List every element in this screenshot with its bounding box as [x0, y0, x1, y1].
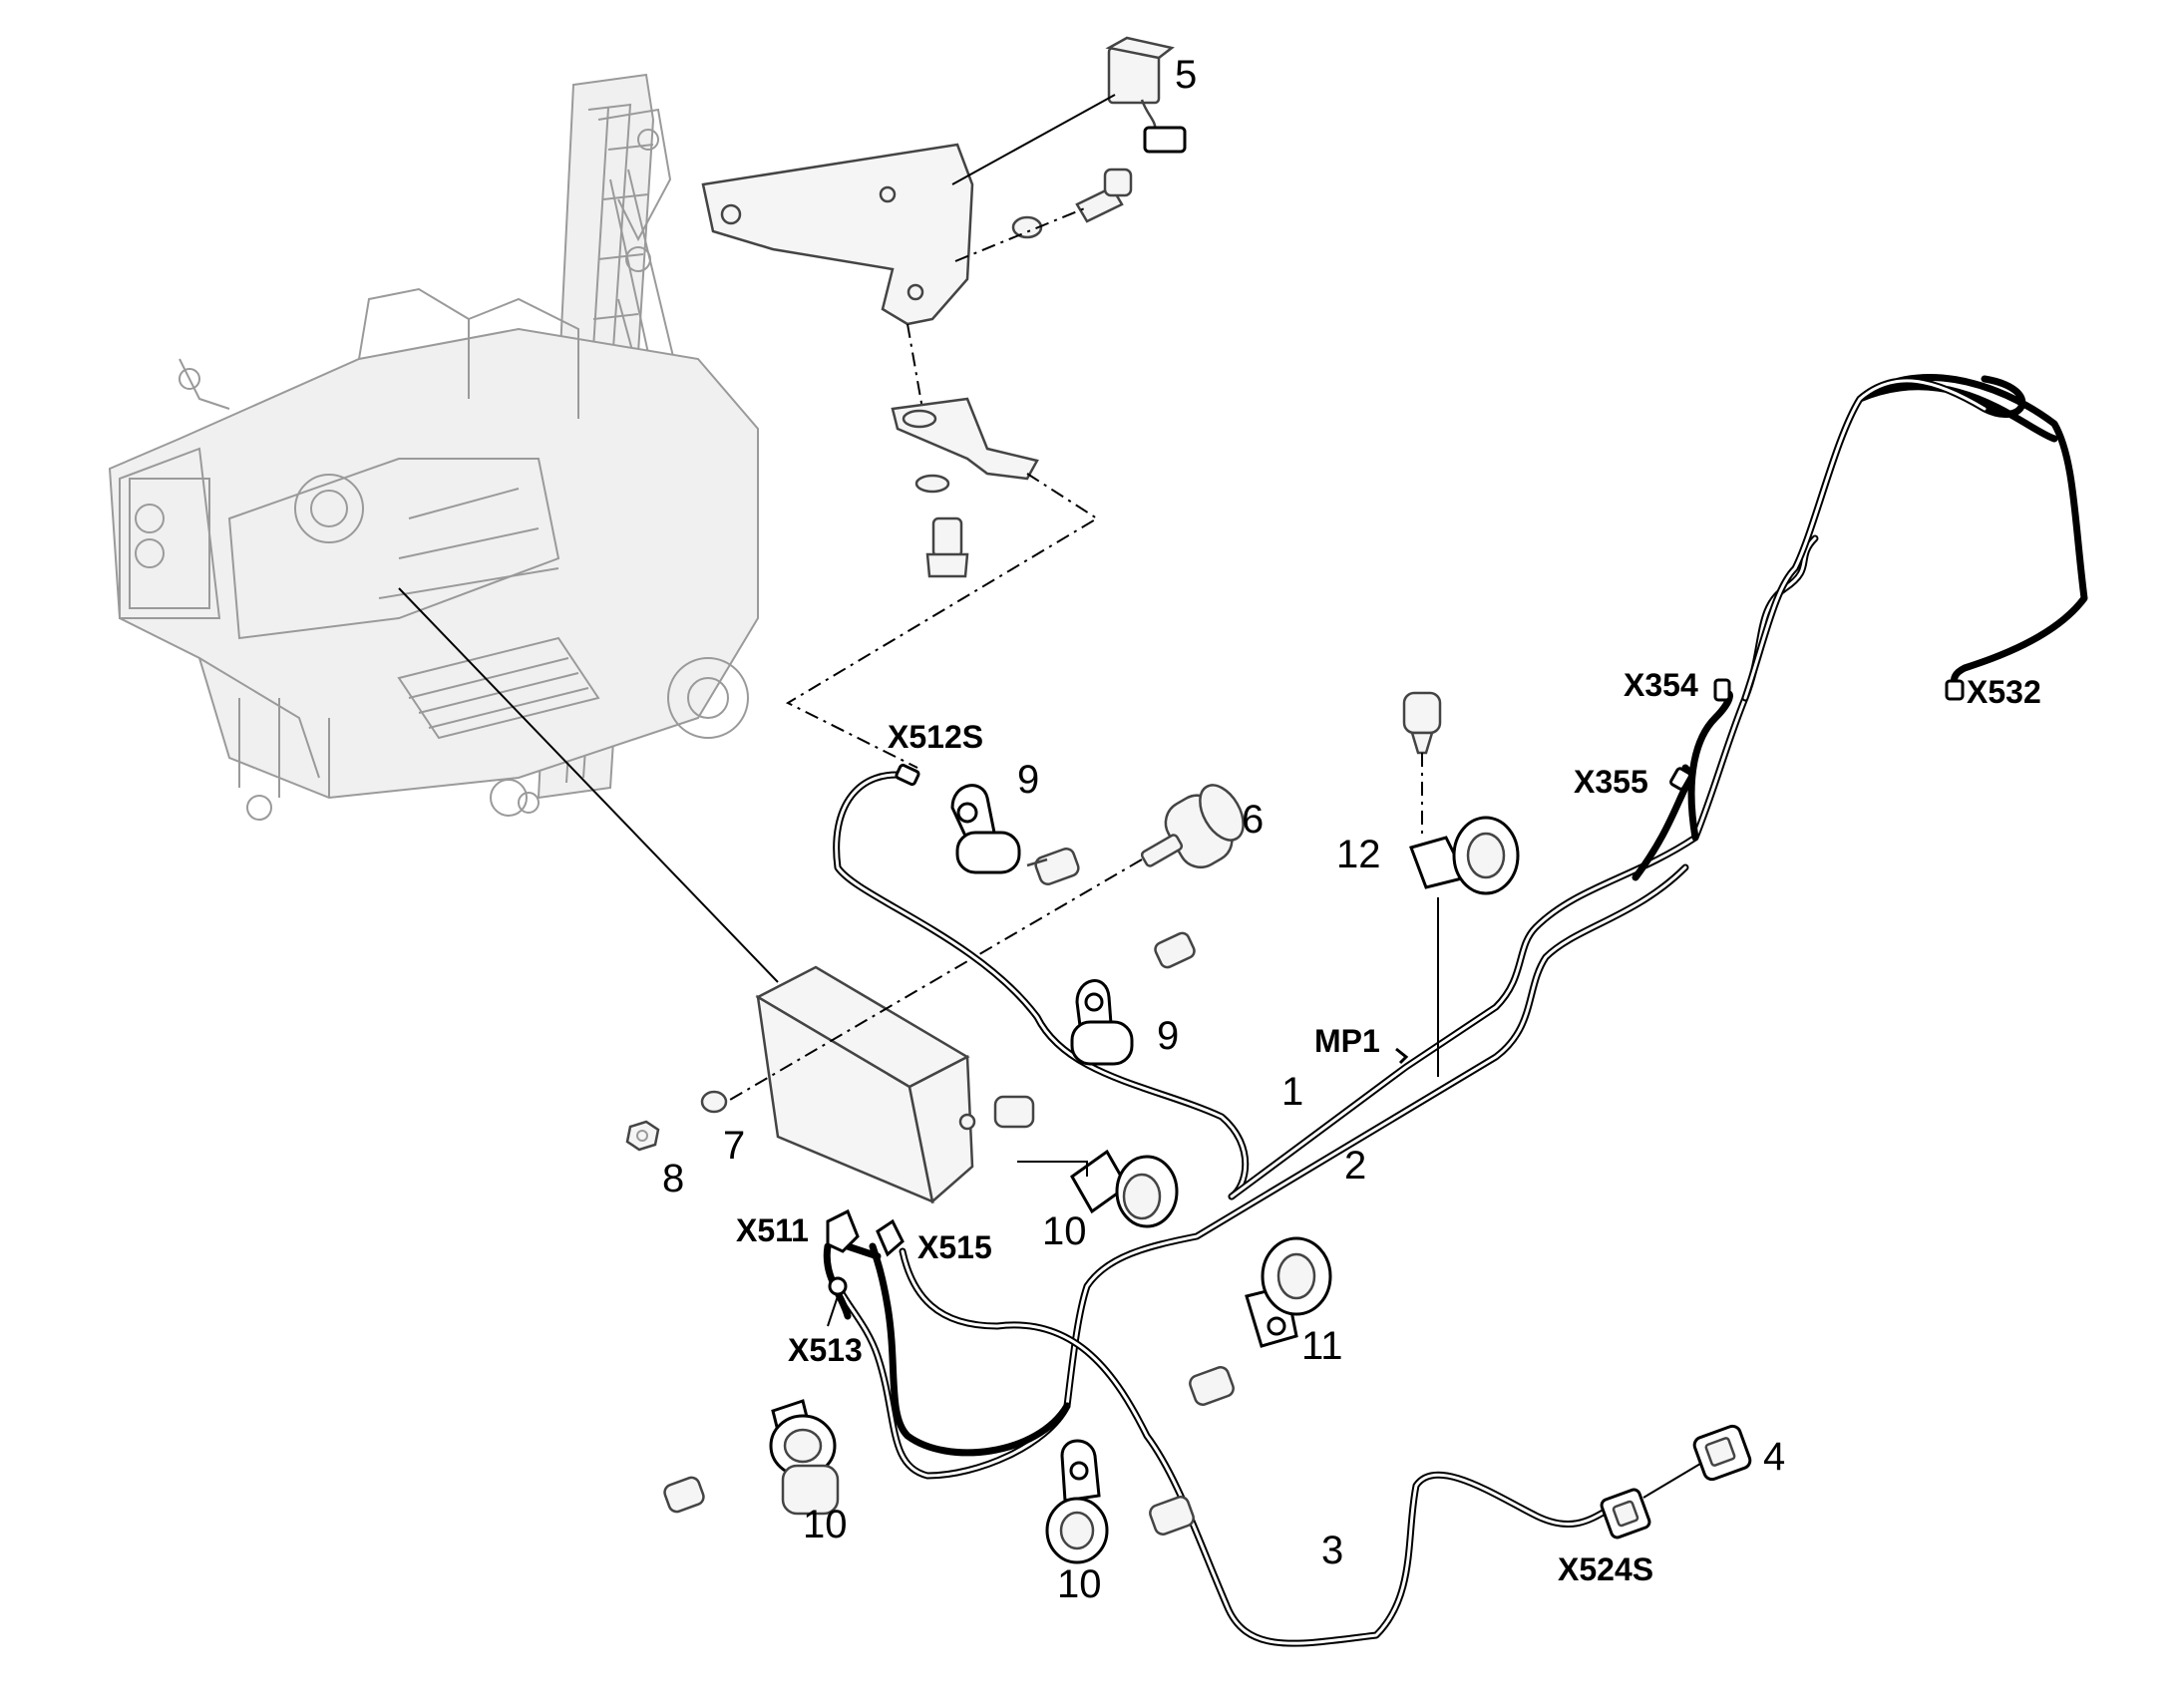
connector-label-x532: X532 — [1967, 674, 2041, 710]
leader-4 — [1642, 1463, 1701, 1499]
x513-leader — [827, 1295, 839, 1327]
clip-part-11 — [1189, 1236, 1332, 1406]
bracket-down-dash — [907, 323, 923, 410]
part-label-10-bottom: 10 — [1057, 1562, 1102, 1606]
part-label-9-lower: 9 — [1157, 1014, 1179, 1058]
mount-dash-line — [717, 858, 1143, 1108]
clip-part-12 — [1402, 691, 1520, 895]
connector-label-x513: X513 — [788, 1332, 863, 1368]
part-label-2: 2 — [1344, 1144, 1366, 1188]
plug-part-4 — [1692, 1424, 1752, 1482]
bracket-dash-line — [954, 206, 1088, 262]
connector-x511 — [826, 1208, 860, 1253]
connector-label-x355: X355 — [1574, 764, 1648, 800]
machine-leader-line — [398, 587, 779, 983]
sensor-part-5 — [1105, 36, 1187, 154]
part-number-labels: 1 2 3 4 5 6 7 8 9 9 10 10 10 11 12 — [662, 53, 1785, 1606]
part-label-4: 4 — [1763, 1435, 1785, 1479]
clip-part-10-mid — [993, 1095, 1179, 1228]
machine-overview — [108, 73, 759, 821]
clip-part-9-lower — [1070, 931, 1196, 1066]
part-label-10-left: 10 — [803, 1503, 848, 1546]
control-box — [755, 965, 976, 1204]
connector-label-x524s: X524S — [1558, 1551, 1653, 1587]
connector-labels: X512S X354 X355 X532 MP1 X511 X515 X513 … — [736, 667, 2041, 1587]
connector-x513 — [828, 1276, 848, 1296]
mount-part-6 — [1140, 784, 1245, 869]
connector-label-mp1: MP1 — [1314, 1023, 1380, 1059]
clip-part-10-left — [663, 1399, 840, 1516]
connector-x354 — [1713, 678, 1731, 702]
part-label-8: 8 — [662, 1157, 684, 1200]
leader-5 — [951, 94, 1116, 185]
connector-x512s — [895, 763, 920, 787]
connector-mp1 — [1395, 1047, 1409, 1065]
cable-harness — [823, 373, 2088, 1647]
connector-x524s — [1600, 1488, 1651, 1539]
connector-label-x511: X511 — [736, 1212, 809, 1248]
part-label-1: 1 — [1281, 1070, 1303, 1114]
part-label-7: 7 — [723, 1124, 745, 1168]
connector-x355 — [1669, 767, 1691, 791]
bracket-bolt — [1011, 168, 1133, 239]
clip-10-bolt-leader — [1017, 1161, 1088, 1177]
part-label-10-mid: 10 — [1042, 1209, 1087, 1253]
connector-x532 — [1945, 679, 1965, 701]
mounting-bracket — [701, 143, 1039, 578]
connector-label-x354: X354 — [1624, 667, 1698, 703]
part-label-9-upper: 9 — [1017, 758, 1039, 802]
connector-x515 — [876, 1218, 905, 1257]
connector-label-x515: X515 — [917, 1229, 992, 1265]
washer-part-7 — [700, 1090, 728, 1114]
part-label-5: 5 — [1175, 53, 1197, 97]
nut-part-8 — [625, 1120, 660, 1152]
clip-part-10-bottom — [1045, 1439, 1195, 1564]
part-label-11: 11 — [1301, 1324, 1343, 1368]
connector-label-x512s: X512S — [888, 719, 983, 755]
part-label-12: 12 — [1336, 833, 1381, 876]
part-label-3: 3 — [1321, 1529, 1343, 1572]
bracket-loop-dash — [785, 473, 1099, 769]
part-label-6: 6 — [1242, 798, 1264, 842]
clip-part-9-upper — [950, 784, 1080, 885]
